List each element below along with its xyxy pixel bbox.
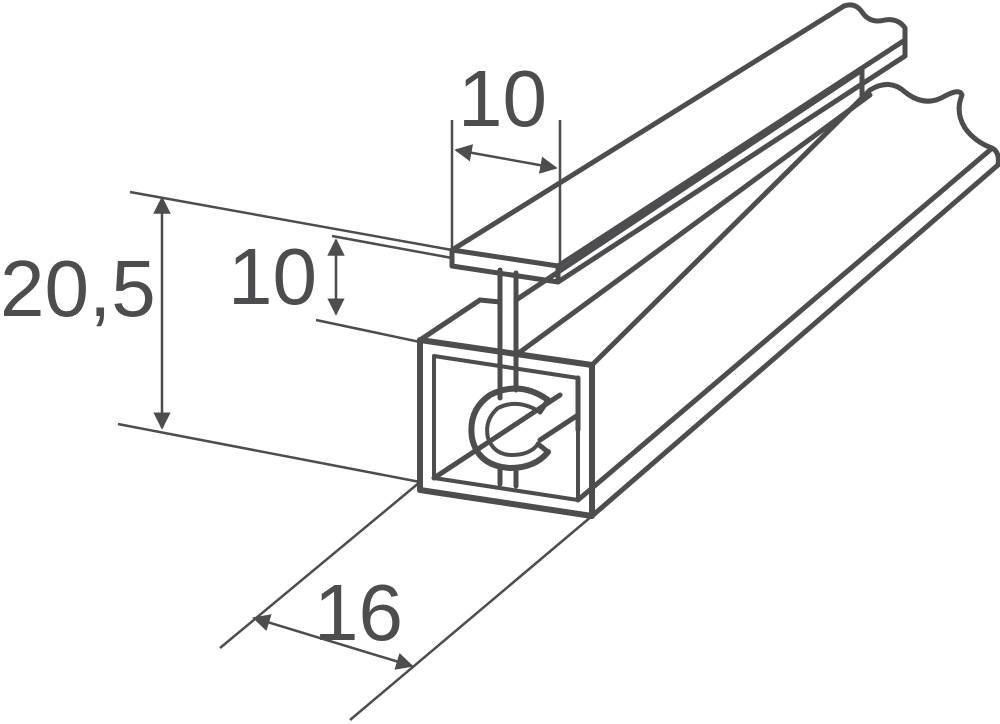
base-width-extension-right [349,515,593,721]
height-total-extension-top [129,190,453,252]
bottom-box [417,82,1000,519]
connecting-web [497,67,865,355]
height-upper-extension-bottom [315,318,421,344]
c-channel [468,347,551,489]
height-total-extension-bottom [117,422,421,484]
base-width-label: 16 [314,568,403,657]
aluminium-profile [417,2,1000,519]
height-upper-label: 10 [228,232,317,321]
dimension-lines [117,120,593,721]
top-width-label: 10 [458,54,547,143]
top-rail [449,2,908,285]
top-width-arrow [454,144,558,174]
base-width-arrow [252,614,414,670]
height-upper-extension-top [331,234,453,260]
height-total-label: 20,5 [0,244,156,333]
